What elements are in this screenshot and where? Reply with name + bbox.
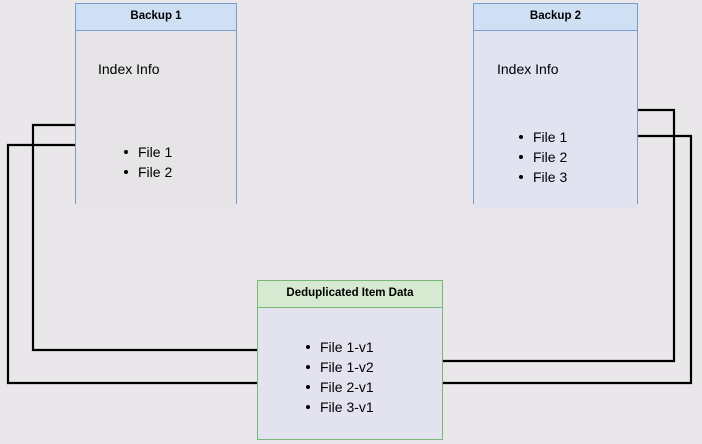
list-item: File 3-v1 — [305, 397, 374, 417]
node-deduplicated-item-data-title: Deduplicated Item Data — [258, 281, 442, 308]
node-deduplicated-item-data[interactable]: Deduplicated Item Data File 1-v1 File 1-… — [257, 280, 443, 440]
list-item: File 3 — [518, 167, 567, 187]
list-item: File 1-v1 — [305, 337, 374, 357]
list-item: File 2 — [123, 162, 172, 182]
node-backup-1[interactable]: Backup 1 Index Info File 1 File 2 — [75, 3, 237, 208]
list-item: File 1-v2 — [305, 357, 374, 377]
node-backup-1-body: Index Info File 1 File 2 — [76, 30, 236, 208]
list-item: File 1 — [518, 127, 567, 147]
list-item: File 2-v1 — [305, 377, 374, 397]
node-deduplicated-item-data-body: File 1-v1 File 1-v2 File 2-v1 File 3-v1 — [258, 308, 442, 444]
node-backup-2-title: Backup 2 — [474, 4, 637, 31]
node-backup-2-body: Index Info File 1 File 2 File 3 — [474, 30, 637, 208]
backup-2-file-list: File 1 File 2 File 3 — [518, 127, 567, 187]
list-item: File 1 — [123, 142, 172, 162]
dedup-item-list: File 1-v1 File 1-v2 File 2-v1 File 3-v1 — [305, 337, 374, 417]
node-backup-2[interactable]: Backup 2 Index Info File 1 File 2 File 3 — [473, 3, 638, 208]
backup-1-index-info-label: Index Info — [98, 60, 160, 77]
backup-2-index-info-label: Index Info — [497, 60, 559, 77]
backup-1-file-list: File 1 File 2 — [123, 142, 172, 182]
node-backup-1-title: Backup 1 — [76, 4, 236, 31]
list-item: File 2 — [518, 147, 567, 167]
